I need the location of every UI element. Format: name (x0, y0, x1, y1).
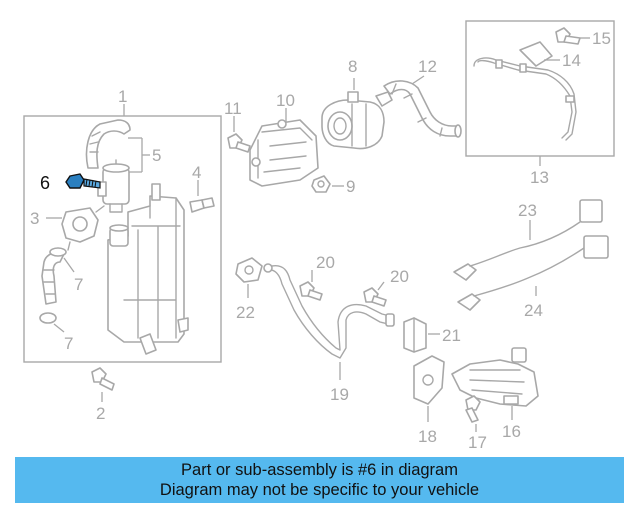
callout-9: 9 (346, 177, 355, 196)
part-15-bolt[interactable] (555, 27, 581, 45)
part-11-bolt[interactable] (227, 133, 251, 153)
callout-18: 18 (418, 427, 437, 446)
charcoal-canister[interactable] (107, 183, 189, 355)
part-10-bracket[interactable] (249, 119, 319, 187)
callout-14: 14 (562, 51, 581, 70)
part-24-sensor[interactable] (457, 235, 609, 311)
callout-7a: 7 (74, 275, 83, 294)
part-2-bolt[interactable] (91, 367, 115, 391)
part-9-nut[interactable] (311, 175, 331, 193)
callout-17: 17 (468, 433, 487, 452)
part-6-bolt[interactable] (65, 173, 101, 189)
banner-line-1: Part or sub-assembly is #6 in diagram (181, 461, 458, 479)
part-20-bolt-right[interactable] (363, 287, 387, 307)
info-banner: Part or sub-assembly is #6 in diagram Di… (15, 457, 624, 503)
part-8-pump[interactable] (321, 91, 393, 150)
callout-15: 15 (592, 29, 611, 48)
callout-6: 6 (40, 173, 50, 193)
part-4-bolt[interactable] (189, 197, 215, 213)
lower-hose[interactable] (41, 251, 65, 305)
part-12-hose[interactable] (383, 80, 462, 138)
callout-11: 11 (224, 99, 242, 118)
callout-10: 10 (276, 91, 295, 110)
callout-12: 12 (418, 57, 437, 76)
part-17-bolt[interactable] (465, 395, 481, 423)
callout-5: 5 (152, 146, 161, 165)
callout-4: 4 (192, 163, 201, 182)
part-23-sensor[interactable] (453, 199, 603, 281)
callout-13: 13 (530, 168, 549, 187)
part-21-bracket[interactable] (403, 317, 427, 353)
part-3-bracket[interactable] (61, 205, 105, 251)
callout-22: 22 (236, 303, 255, 322)
parts-diagram: 1 5 6 3 7 7 (23, 20, 615, 452)
callout-16: 16 (502, 422, 521, 441)
banner-line-2: Diagram may not be specific to your vehi… (159, 481, 480, 499)
part-18-gasket[interactable] (413, 355, 445, 405)
part-19-pipe[interactable] (263, 263, 395, 359)
callout-24: 24 (524, 301, 543, 320)
part-7-clamp-lower[interactable] (39, 312, 57, 324)
part-22-gasket[interactable] (235, 257, 263, 283)
callout-19: 19 (330, 385, 349, 404)
callout-23: 23 (518, 201, 537, 220)
canister-group-box (23, 115, 222, 363)
callout-20a: 20 (316, 253, 335, 272)
callout-20b: 20 (390, 267, 409, 286)
part-5-hose[interactable] (85, 119, 131, 169)
part-20-bolt-left[interactable] (299, 281, 323, 301)
part-16-egr-cooler[interactable] (451, 347, 539, 407)
callout-1: 1 (118, 87, 127, 106)
part-7-clamp-upper[interactable] (49, 247, 67, 257)
part-14-hose[interactable] (473, 41, 577, 141)
callout-8: 8 (348, 57, 357, 76)
callout-7b: 7 (64, 334, 73, 353)
callout-3: 3 (30, 209, 39, 228)
purge-valve[interactable] (97, 159, 130, 213)
callout-2: 2 (96, 404, 105, 423)
callout-21: 21 (442, 326, 461, 345)
